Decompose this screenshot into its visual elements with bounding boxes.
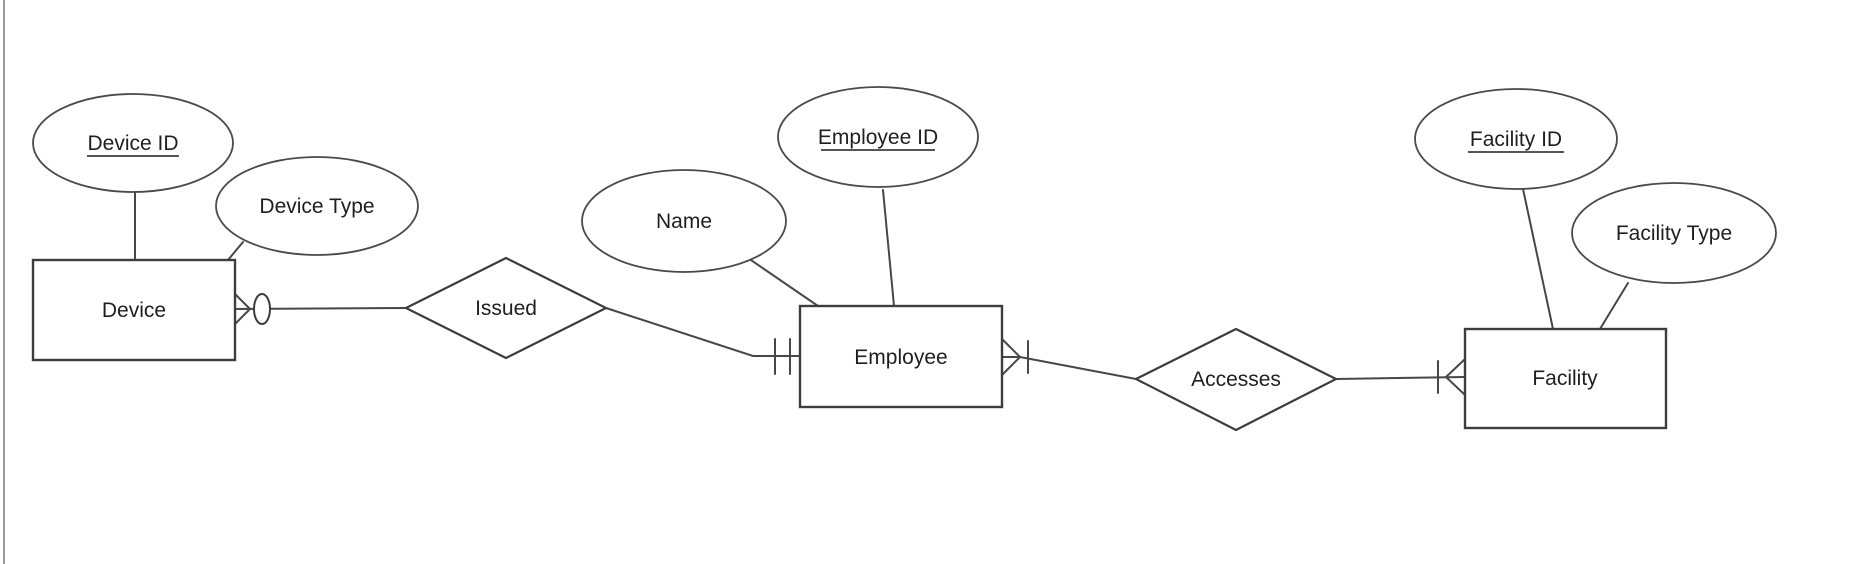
attribute-device-id[interactable]: Device ID [32,93,234,193]
relationship-diamond [403,256,609,360]
crows-foot-prong-icon [1001,338,1021,358]
entity-label: Employee [854,346,947,369]
entity-rect [798,304,1004,409]
attribute-facility-id[interactable]: Facility ID [1414,88,1618,190]
attribute-ellipse [215,156,419,256]
entity-rect [31,258,237,362]
entity-facility[interactable]: Facility [1463,327,1668,430]
relationship-label: Issued [475,297,537,320]
attribute-employee-id[interactable]: Employee ID [777,86,979,188]
connector-name-employee [747,257,819,307]
attribute-ellipse [1571,182,1777,284]
connector-line [1001,356,1137,380]
attribute-label: Employee ID [818,126,938,149]
connector-device-issued[interactable] [231,290,407,328]
crows-foot-prong-icon [1001,356,1021,376]
entity-employee[interactable]: Employee [798,304,1004,409]
attribute-label: Device ID [87,132,178,155]
relationship-issued[interactable]: Issued [403,256,609,360]
connector-line [1335,376,1466,380]
attribute-label: Device Type [259,195,374,218]
attribute-label: Facility Type [1616,222,1732,245]
attribute-label: Name [656,210,712,233]
attribute-ellipse [581,169,787,273]
attribute-connectors [134,188,1629,330]
attribute-name[interactable]: Name [581,169,787,273]
relationship-label: Accesses [1191,368,1281,391]
crows-foot-prong-icon [1445,376,1466,396]
attribute-label: Facility ID [1470,128,1562,151]
connector-facility-type-facility [1599,282,1629,330]
entity-label: Device [102,299,166,322]
optional-circle-icon [253,293,271,325]
attribute-ellipse [1414,88,1618,190]
entity-device[interactable]: Device [31,258,237,362]
entity-rect [1463,327,1668,430]
crows-foot-prong-icon [1445,358,1466,378]
connector-issued-employee[interactable] [605,307,801,375]
connector-line [605,307,801,357]
attribute-ellipse [32,93,234,193]
attribute-ellipse [777,86,979,188]
entity-label: Facility [1532,367,1598,390]
connector-accesses-facility[interactable] [1335,358,1466,396]
connector-device-type-device [227,241,244,261]
relationship-diamond [1133,327,1339,432]
connector-employee-id-employee [882,189,895,307]
relationship-accesses[interactable]: Accesses [1133,327,1339,432]
attribute-device-type[interactable]: Device Type [215,156,419,256]
connector-facility-id-facility [1522,188,1554,330]
page-left-border [3,0,5,564]
attribute-facility-type[interactable]: Facility Type [1571,182,1777,284]
connector-employee-accesses[interactable] [1001,338,1137,380]
